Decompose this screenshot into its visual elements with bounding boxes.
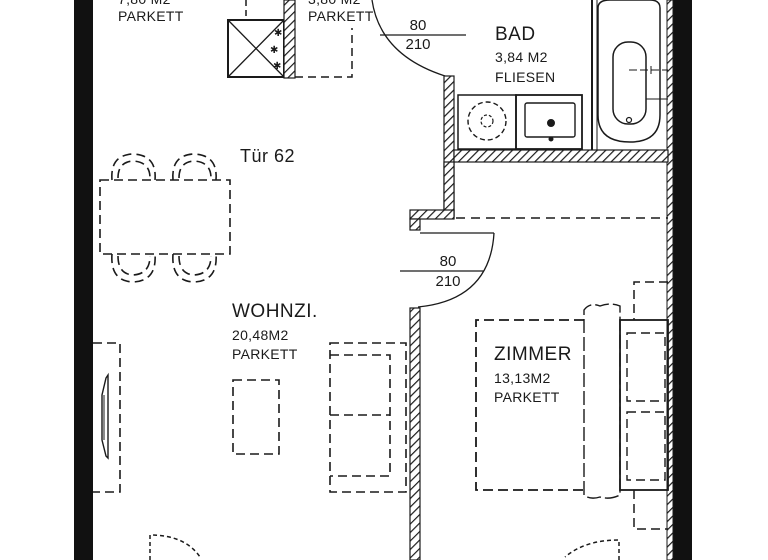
svg-text:✱: ✱ [270,45,278,56]
bad-room-area: 3,84 M2 [495,49,548,65]
bad-door-swing [371,0,466,77]
zimmer-room-name: ZIMMER [494,344,572,365]
bad-room-name: BAD [495,24,536,45]
entrance-door-swing-right [564,539,620,560]
kitchen-cabinet: ✱ ✱ ✱ [227,0,285,78]
coffee-table [232,379,280,455]
bed-blanket [583,303,621,499]
top-middle-room-floor: PARKETT [308,8,374,24]
zimmer-door-height: 210 [435,273,461,290]
zimmer-wall-top [409,161,455,231]
wardrobe [633,281,668,530]
zimmer-door-width: 80 [439,253,457,270]
bed-pillows [619,319,669,491]
bathtub [591,0,668,150]
zimmer-room-floor: PARKETT [494,389,560,405]
wohnzimmer-room-name: WOHNZI. [232,301,318,322]
top-middle-room-area: 3,80 M2 [308,0,361,6]
bad-room-floor: FLIESEN [495,69,556,85]
bad-door-height: 210 [405,36,431,53]
top-left-room-area: 7,80 M2 [118,0,171,6]
zimmer-room-area: 13,13M2 [494,370,551,386]
zimmer-wall-left [409,307,421,560]
bad-door-width: 80 [409,17,427,34]
bathroom-wall-bottom [453,149,669,163]
zimmer-door-swing [400,232,495,308]
top-left-room-floor: PARKETT [118,8,184,24]
partition-wall-kitchen [283,0,296,79]
washbasin [515,94,583,150]
tv-sideboard [93,342,121,493]
washing-machine [457,94,517,150]
entrance-door-swing-left [149,534,201,560]
storage-dashed [295,28,353,78]
svg-text:✱: ✱ [273,61,281,72]
svg-text:✱: ✱ [274,28,282,39]
wohnzimmer-room-floor: PARKETT [232,346,298,362]
exterior-wall-right [666,0,692,560]
door-note: Tür 62 [240,146,296,166]
exterior-wall-left [74,0,93,560]
sofa [329,342,407,493]
double-bed [475,319,584,491]
dining-table-with-4-chairs [99,153,231,283]
wohnzimmer-room-area: 20,48M2 [232,327,289,343]
